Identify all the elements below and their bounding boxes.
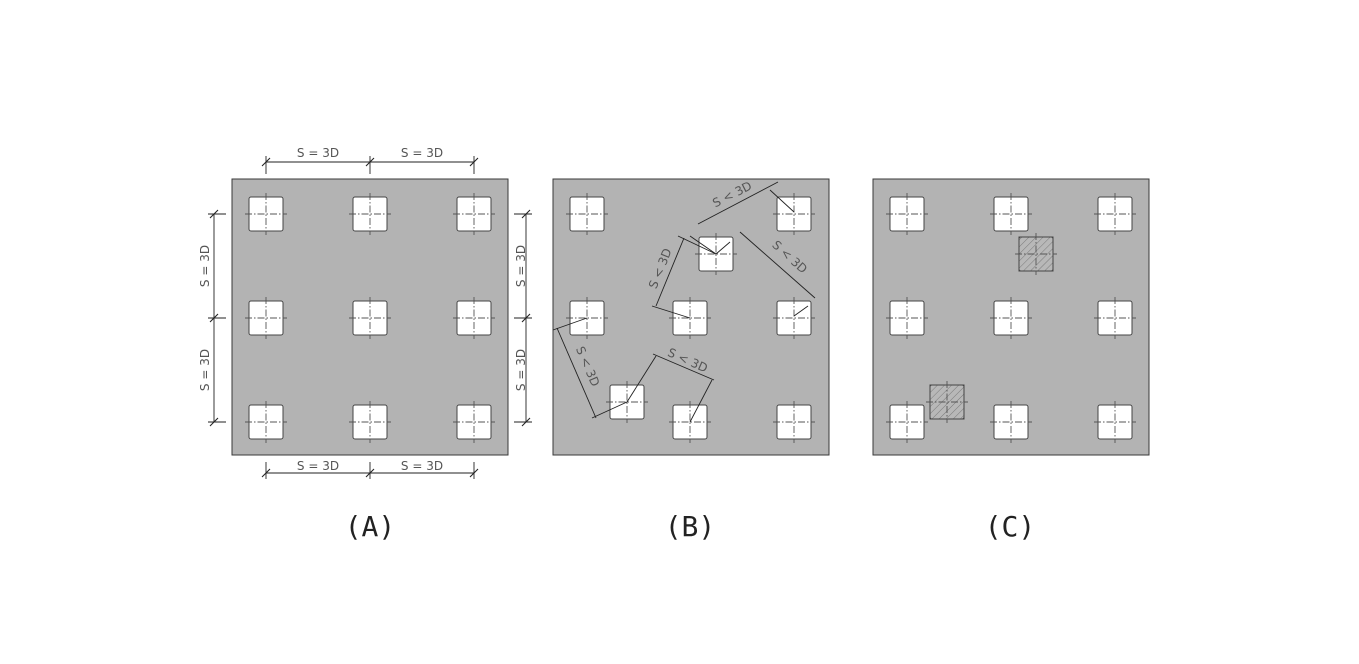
pile xyxy=(886,401,928,443)
pile xyxy=(990,401,1032,443)
dimension-left-a: S = 3D S = 3D xyxy=(198,209,226,427)
pile xyxy=(245,297,287,339)
pile xyxy=(453,193,495,235)
pile xyxy=(773,297,815,339)
dimension-label: S = 3D xyxy=(297,146,339,160)
dimension-label: S = 3D xyxy=(514,349,528,391)
dimension-label: S = 3D xyxy=(401,146,443,160)
dimension-right-a: S = 3D S = 3D xyxy=(514,209,532,427)
pile xyxy=(349,401,391,443)
panel-caption-b: (B) xyxy=(665,510,716,543)
pile xyxy=(773,193,815,235)
pile xyxy=(349,193,391,235)
pile xyxy=(245,401,287,443)
pile xyxy=(773,401,815,443)
panel-c: (C) xyxy=(872,178,1150,543)
pile xyxy=(990,297,1032,339)
pile xyxy=(1094,401,1136,443)
dimension-bottom-a: S = 3D S = 3D xyxy=(261,459,479,479)
panel-b: S < 3D S < 3D S < 3D S < 3D S < 3D (B) xyxy=(552,178,830,543)
dimension-top-a: S = 3D S = 3D xyxy=(261,146,479,174)
pile xyxy=(349,297,391,339)
pile xyxy=(1094,193,1136,235)
panel-a: S = 3D S = 3D S = 3D S = 3D S = 3D S = 3… xyxy=(198,146,532,543)
dimension-label: S = 3D xyxy=(198,245,212,287)
dimension-label: S = 3D xyxy=(297,459,339,473)
pile-group-a xyxy=(245,193,495,443)
panel-caption-a: (A) xyxy=(345,510,396,543)
dimension-label: S = 3D xyxy=(401,459,443,473)
pile-group-c xyxy=(886,193,1136,443)
pile xyxy=(453,297,495,339)
pile xyxy=(886,297,928,339)
pile xyxy=(990,193,1032,235)
dimension-label: S = 3D xyxy=(198,349,212,391)
pile xyxy=(453,401,495,443)
dimension-label: S = 3D xyxy=(514,245,528,287)
pile xyxy=(886,193,928,235)
added-pile xyxy=(926,381,968,423)
panel-caption-c: (C) xyxy=(985,510,1036,543)
added-pile xyxy=(1015,233,1057,275)
pile xyxy=(566,193,608,235)
pile xyxy=(1094,297,1136,339)
pile xyxy=(245,193,287,235)
